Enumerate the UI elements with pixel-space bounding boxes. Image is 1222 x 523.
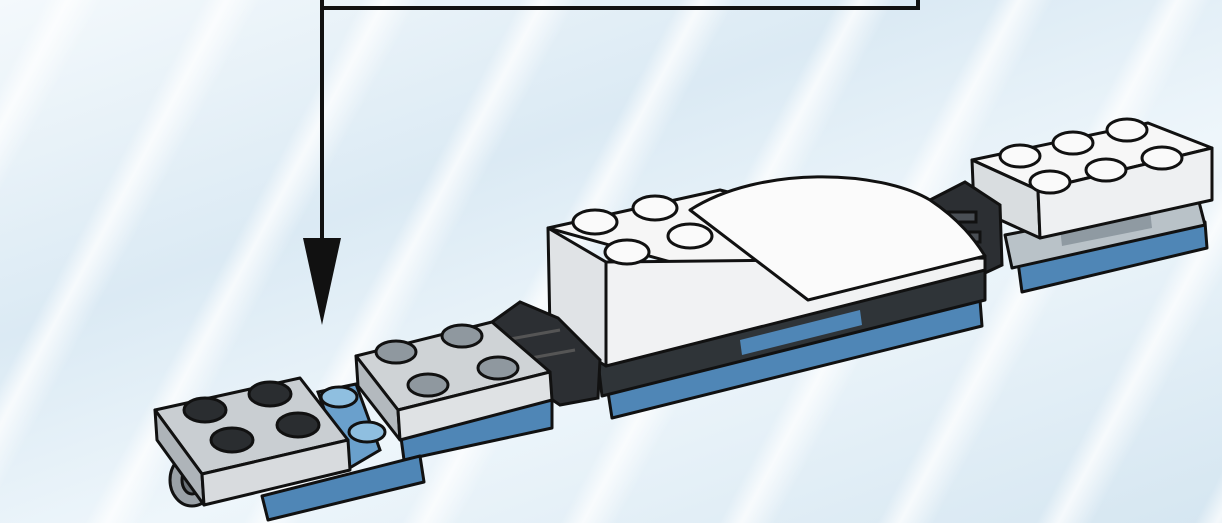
rear-white-plate-assembly xyxy=(972,119,1212,292)
center-white-brick xyxy=(548,177,985,418)
